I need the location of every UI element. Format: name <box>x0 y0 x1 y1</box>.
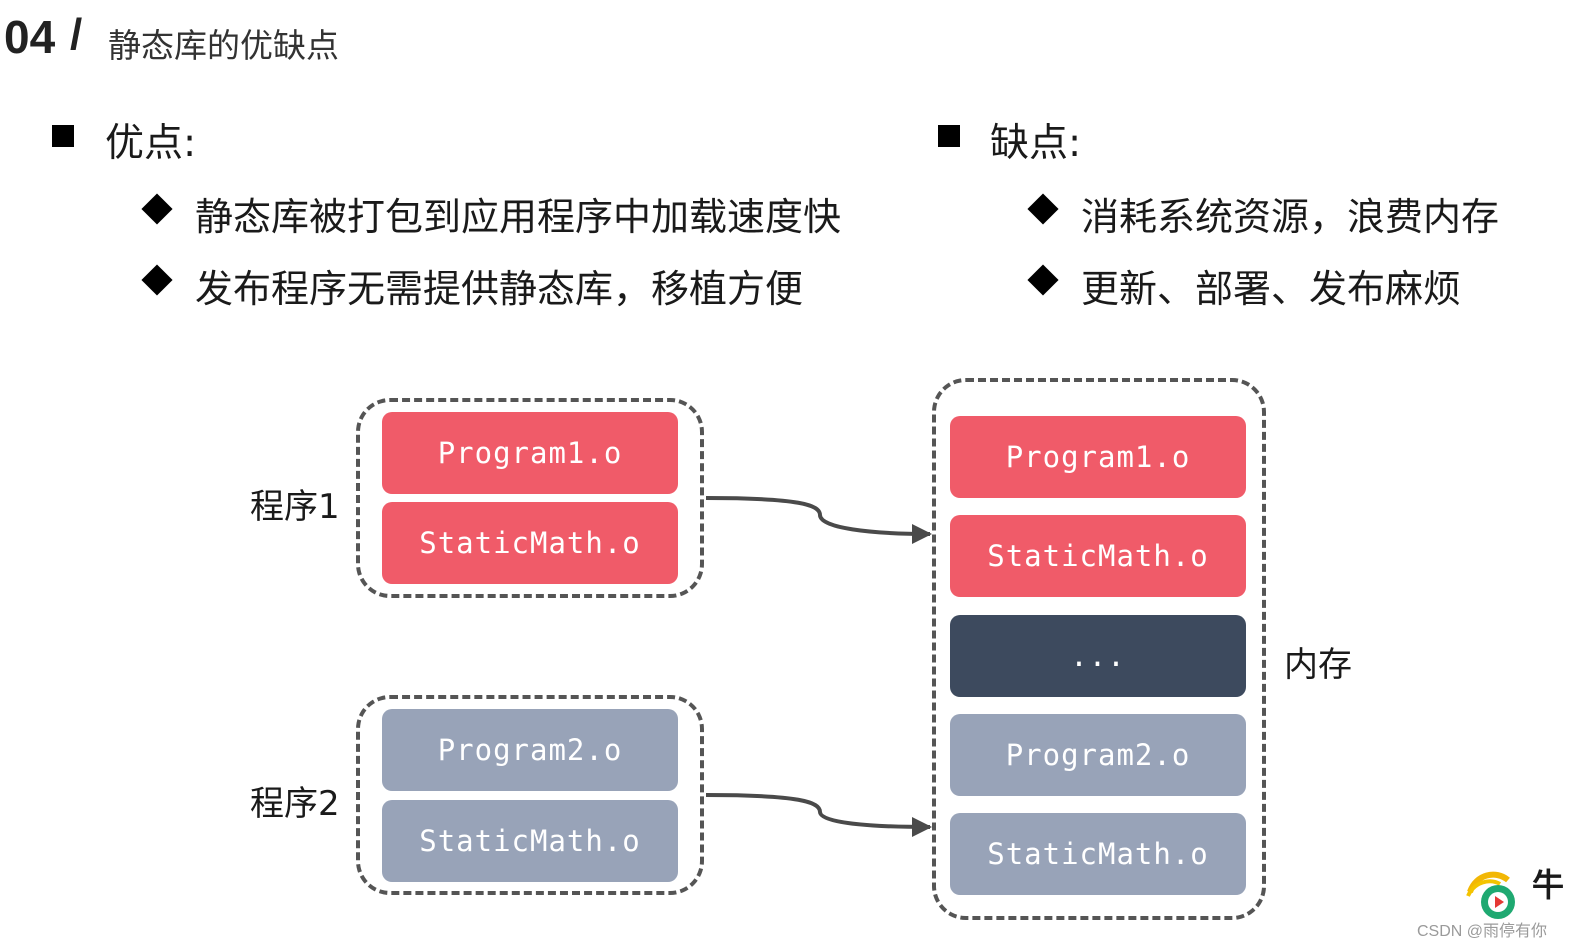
watermark-text: CSDN @雨停有你 <box>1417 923 1548 940</box>
memory-program2-block: Program2.o <box>950 714 1246 796</box>
staticmath-object-block: StaticMath.o <box>382 502 678 584</box>
cons-item: 更新、部署、发布麻烦 <box>1081 267 1462 311</box>
program1-frame <box>356 398 704 598</box>
memory-ellipsis-block: ... <box>950 615 1246 697</box>
program2-object-block: Program2.o <box>382 709 678 791</box>
pros-item: 发布程序无需提供静态库，移植方便 <box>195 267 804 311</box>
program2-frame <box>356 695 704 895</box>
memory-program1-block: Program1.o <box>950 416 1246 498</box>
memory-staticmath-block: StaticMath.o <box>950 515 1246 597</box>
pros-item: 静态库被打包到应用程序中加载速度快 <box>195 195 842 239</box>
program1-label: 程序1 <box>250 487 340 527</box>
section-slash: / <box>70 10 83 59</box>
page-title: 静态库的优缺点 <box>108 26 339 65</box>
program2-label: 程序2 <box>250 784 340 824</box>
section-number: 04 <box>4 11 56 63</box>
cons-item: 消耗系统资源，浪费内存 <box>1081 195 1500 239</box>
memory-staticmath-block: StaticMath.o <box>950 813 1246 895</box>
program2-to-memory-arrow <box>705 793 932 837</box>
program1-object-block: Program1.o <box>382 412 678 494</box>
memory-label: 内存 <box>1284 645 1352 685</box>
brand-logo-icon: 牛 <box>1466 866 1564 919</box>
cons-square-bullet-icon <box>938 125 960 147</box>
memory-frame <box>932 378 1266 920</box>
cons-label: 缺点: <box>990 121 1082 166</box>
program1-to-memory-arrow <box>705 496 932 544</box>
pros-label: 优点: <box>105 121 197 166</box>
brand-logo-text: 牛 <box>1532 866 1564 904</box>
staticmath-object-block: StaticMath.o <box>382 800 678 882</box>
pros-square-bullet-icon <box>52 125 74 147</box>
